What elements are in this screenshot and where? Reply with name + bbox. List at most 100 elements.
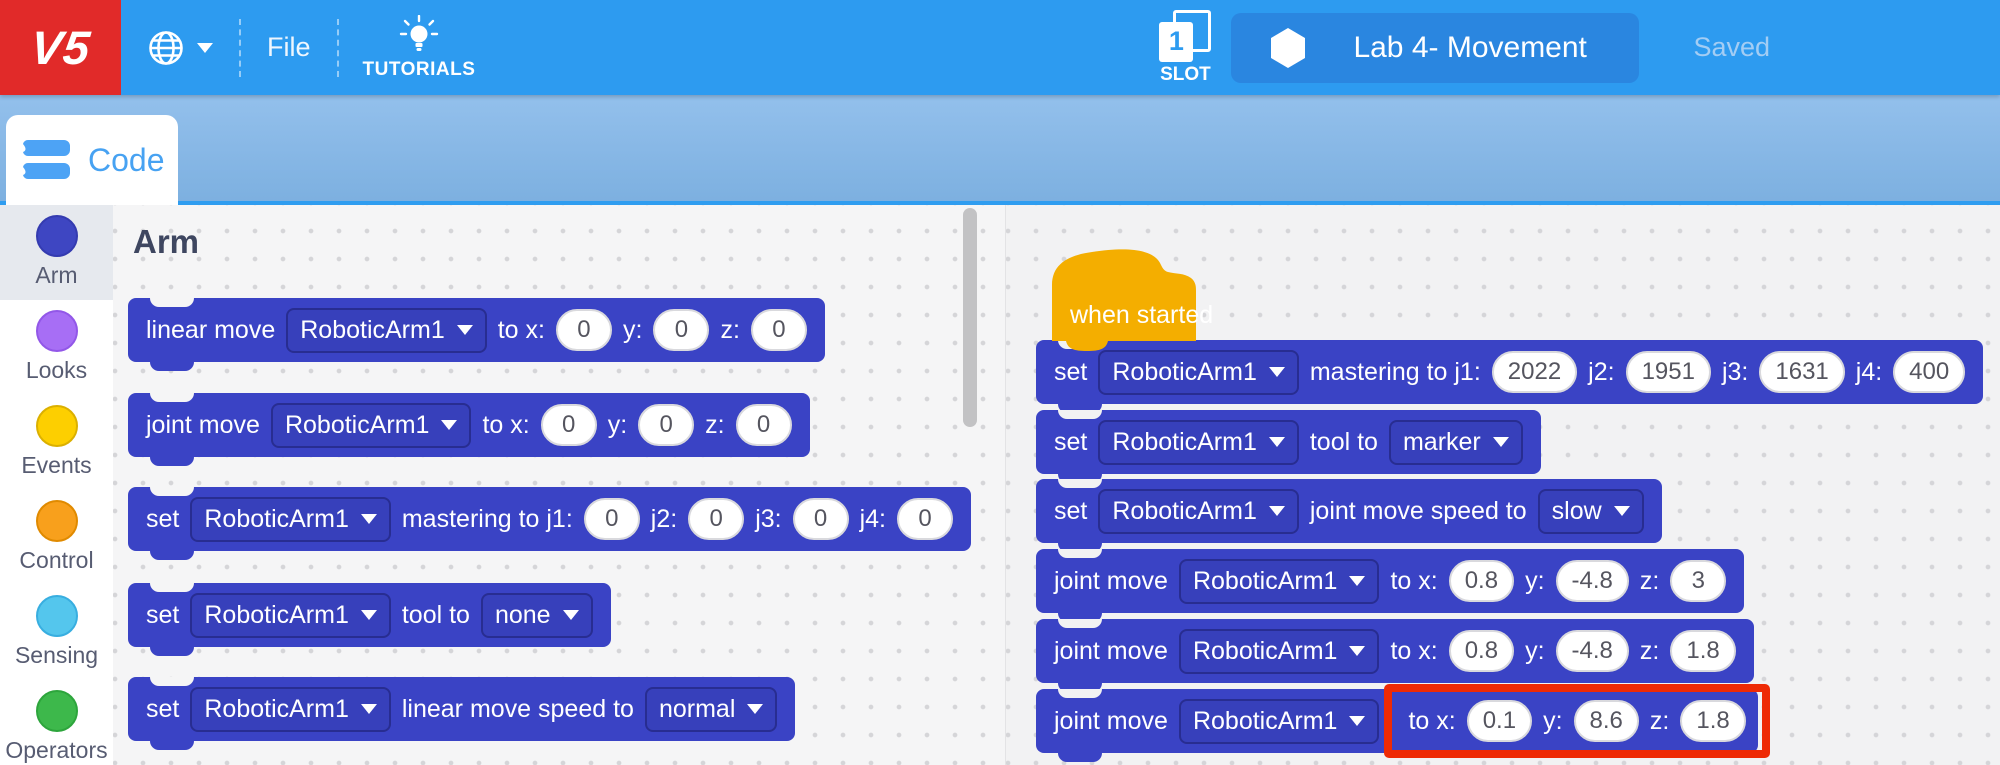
- dropdown-value: normal: [658, 694, 736, 723]
- lightbulb-icon: [396, 14, 442, 59]
- dropdown-roboticarm1[interactable]: RoboticArm1: [1098, 419, 1299, 465]
- dropdown-roboticarm1[interactable]: RoboticArm1: [286, 307, 487, 353]
- block-text: z:: [1639, 566, 1660, 595]
- block-text: tool to: [1309, 427, 1378, 456]
- number-input[interactable]: 8.6: [1573, 700, 1639, 742]
- number-input[interactable]: 1.8: [1670, 630, 1736, 672]
- number-input[interactable]: 0: [897, 498, 953, 540]
- number-input[interactable]: -4.8: [1555, 630, 1629, 672]
- chevron-down-icon: [1492, 437, 1509, 447]
- hat-block-label: when started: [1070, 301, 1214, 329]
- chevron-down-icon: [1349, 576, 1366, 586]
- number-input[interactable]: 0.1: [1466, 700, 1533, 742]
- dropdown-roboticarm1[interactable]: RoboticArm1: [1098, 349, 1299, 395]
- sidebar-item-arm[interactable]: Arm: [0, 205, 113, 300]
- tab-code[interactable]: Code: [6, 115, 178, 205]
- block-text: set: [146, 600, 180, 629]
- block-text: to x:: [1390, 636, 1438, 665]
- number-input[interactable]: 1951: [1625, 351, 1711, 393]
- chevron-down-icon: [747, 704, 764, 714]
- number-input[interactable]: 0: [555, 309, 612, 351]
- sidebar-item-operators[interactable]: Operators: [0, 680, 113, 765]
- slot-number: 1: [1159, 21, 1194, 62]
- number-input[interactable]: 0: [540, 404, 597, 446]
- number-input[interactable]: 2022: [1491, 351, 1578, 393]
- divider: [336, 18, 339, 77]
- block-text: z:: [720, 315, 740, 344]
- dropdown-roboticarm1[interactable]: RoboticArm1: [1178, 628, 1380, 674]
- tab-code-label: Code: [88, 141, 165, 178]
- number-input[interactable]: 400: [1893, 351, 1966, 393]
- chevron-down-icon: [360, 514, 377, 524]
- dropdown-none[interactable]: none: [480, 592, 593, 638]
- language-menu[interactable]: [147, 29, 213, 67]
- block-text: mastering to j1:: [1309, 357, 1481, 386]
- slot-label: SLOT: [1160, 63, 1211, 85]
- file-menu-button[interactable]: File: [267, 32, 311, 62]
- dropdown-roboticarm1[interactable]: RoboticArm1: [190, 592, 391, 638]
- dropdown-roboticarm1[interactable]: RoboticArm1: [270, 402, 472, 448]
- tutorials-button[interactable]: TUTORIALS: [363, 14, 476, 81]
- number-input[interactable]: 0: [653, 309, 710, 351]
- category-label: Control: [19, 547, 94, 573]
- slot-button[interactable]: 1 SLOT: [1159, 9, 1212, 86]
- dropdown-roboticarm1[interactable]: RoboticArm1: [1098, 488, 1299, 534]
- dropdown-normal[interactable]: normal: [644, 686, 778, 732]
- number-input[interactable]: 3: [1670, 560, 1727, 602]
- dropdown-value: slow: [1551, 496, 1602, 525]
- dropdown-roboticarm1[interactable]: RoboticArm1: [1178, 558, 1380, 604]
- block-text: y:: [607, 410, 628, 439]
- dropdown-marker[interactable]: marker: [1388, 419, 1523, 465]
- dropdown-slow[interactable]: slow: [1537, 488, 1644, 534]
- sidebar-item-looks[interactable]: Looks: [0, 300, 113, 395]
- number-input[interactable]: 0: [792, 498, 849, 540]
- chevron-down-icon: [562, 610, 579, 620]
- block-text: set: [1054, 357, 1088, 386]
- top-bar: V5 File: [0, 0, 2000, 95]
- category-label: Sensing: [14, 642, 99, 668]
- number-input[interactable]: 1.8: [1680, 700, 1746, 742]
- number-input[interactable]: 0: [750, 309, 807, 351]
- number-input[interactable]: 0.8: [1448, 630, 1515, 672]
- block-text: y:: [622, 315, 643, 344]
- number-input[interactable]: 0: [688, 498, 745, 540]
- project-name-button[interactable]: Lab 4- Movement: [1231, 12, 1640, 83]
- dropdown-roboticarm1[interactable]: RoboticArm1: [190, 496, 391, 542]
- palette-scrollbar[interactable]: [963, 208, 977, 427]
- number-input[interactable]: 0: [638, 404, 695, 446]
- sidebar-item-sensing[interactable]: Sensing: [0, 585, 113, 680]
- project-name: Lab 4- Movement: [1353, 30, 1587, 64]
- block-set[interactable]: set RoboticArm1 tool to none: [128, 583, 611, 656]
- control-category-icon: [35, 500, 78, 542]
- dropdown-roboticarm1[interactable]: RoboticArm1: [190, 686, 391, 732]
- sidebar-item-events[interactable]: Events: [0, 395, 113, 490]
- save-status: Saved: [1693, 32, 1770, 62]
- globe-icon: [147, 29, 185, 67]
- sidebar-item-control[interactable]: Control: [0, 490, 113, 585]
- number-input[interactable]: 0: [583, 498, 640, 540]
- block-text: to x:: [497, 315, 545, 344]
- block-text: j3:: [755, 504, 782, 533]
- chevron-down-icon: [1268, 437, 1285, 447]
- when-started-hat-block[interactable]: when started: [1044, 245, 1213, 353]
- dropdown-roboticarm1[interactable]: RoboticArm1: [1178, 698, 1380, 744]
- number-input[interactable]: 1631: [1759, 351, 1845, 393]
- number-input[interactable]: 0.8: [1448, 560, 1515, 602]
- number-input[interactable]: 0: [735, 404, 792, 446]
- number-input[interactable]: -4.8: [1555, 560, 1629, 602]
- block-text: tool to: [401, 600, 470, 629]
- arm-category-icon: [35, 215, 78, 257]
